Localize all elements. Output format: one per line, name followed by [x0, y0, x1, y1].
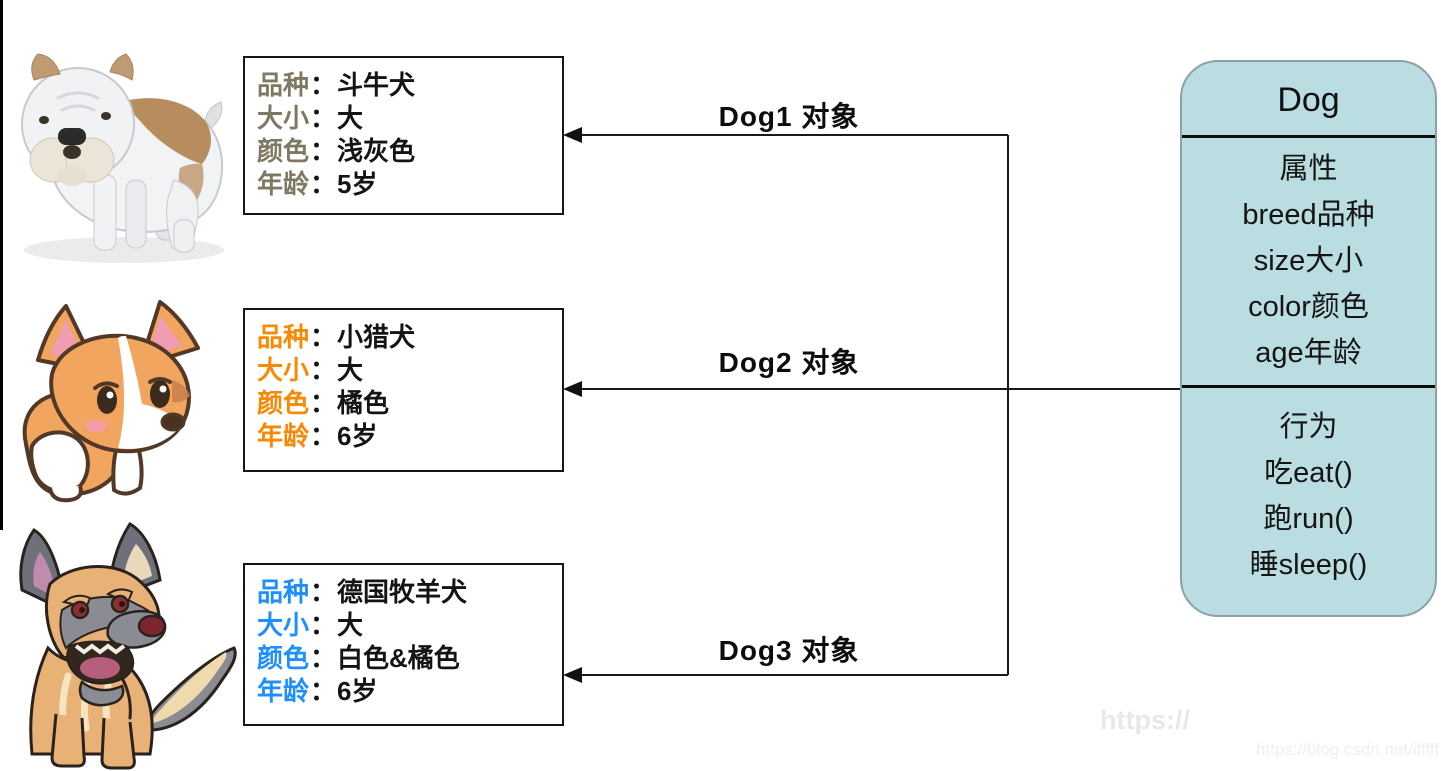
german-shepherd-image [4, 518, 254, 771]
field-row: 品种：德国牧羊犬 [257, 576, 554, 609]
field-value: 6岁 [337, 676, 378, 706]
field-label: 颜色 [257, 643, 310, 673]
dog1-arrow-label: Dog1 对象 [718, 101, 860, 132]
dog-class-box: Dog 属性 breed品种 size大小 color颜色 age年龄 行为 吃… [1180, 60, 1437, 617]
dog3-arrow-label: Dog3 对象 [718, 635, 860, 666]
field-colon: ： [310, 103, 337, 133]
attribute-item: size大小 [1253, 245, 1364, 277]
field-row: 年龄：5岁 [257, 168, 554, 201]
field-label: 年龄 [257, 421, 310, 451]
field-label: 大小 [257, 103, 310, 133]
field-label: 品种 [257, 322, 310, 352]
field-value: 浅灰色 [337, 136, 416, 166]
field-label: 颜色 [257, 136, 310, 166]
class-separator-top [1182, 135, 1435, 138]
corgi-image [10, 296, 230, 513]
field-label: 年龄 [257, 676, 310, 706]
field-label: 年龄 [257, 169, 310, 199]
field-row: 颜色：浅灰色 [257, 135, 554, 168]
class-behaviors-section: 行为 吃eat() 跑run() 睡sleep() [1182, 388, 1435, 588]
attribute-item: age年龄 [1255, 337, 1362, 369]
field-row: 年龄：6岁 [257, 420, 554, 453]
class-title: Dog [1277, 81, 1340, 119]
attribute-item: breed品种 [1242, 199, 1375, 231]
field-row: 大小：大 [257, 609, 554, 642]
field-value: 小猎犬 [337, 322, 416, 352]
watermark-csdn-url: https://blog.csdn.net/ifffff [1256, 740, 1440, 759]
field-colon: ： [310, 577, 337, 607]
field-colon: ： [310, 355, 337, 385]
field-label: 大小 [257, 610, 310, 640]
field-label: 颜色 [257, 388, 310, 418]
dog3-attributes-box: 品种：德国牧羊犬 大小：大 颜色：白色&橘色 年龄：6岁 [243, 563, 564, 726]
field-colon: ： [310, 421, 337, 451]
attribute-item: color颜色 [1248, 291, 1369, 323]
dog2-attributes-box: 品种：小猎犬 大小：大 颜色：橘色 年龄：6岁 [243, 308, 564, 472]
german-shepherd-icon [19, 522, 237, 770]
behavior-item: 睡sleep() [1249, 549, 1368, 581]
field-colon: ： [310, 70, 337, 100]
field-row: 年龄：6岁 [257, 675, 554, 708]
field-colon: ： [310, 643, 337, 673]
field-colon: ： [310, 388, 337, 418]
field-colon: ： [310, 322, 337, 352]
left-border-line [0, 0, 3, 530]
field-label: 大小 [257, 355, 310, 385]
bulldog-icon [21, 53, 224, 263]
field-value: 白色&橘色 [337, 643, 460, 673]
field-colon: ： [310, 169, 337, 199]
dog1-attributes-box: 品种：斗牛犬 大小：大 颜色：浅灰色 年龄：5岁 [243, 56, 564, 215]
field-value: 6岁 [337, 421, 378, 451]
field-colon: ： [310, 676, 337, 706]
behaviors-header: 行为 [1279, 411, 1338, 443]
field-row: 品种：斗牛犬 [257, 69, 554, 102]
field-row: 大小：大 [257, 102, 554, 135]
field-label: 品种 [257, 577, 310, 607]
class-attributes-section: 属性 breed品种 size大小 color颜色 age年龄 [1182, 138, 1435, 385]
field-row: 品种：小猎犬 [257, 321, 554, 354]
field-value: 大 [337, 355, 364, 385]
field-value: 德国牧羊犬 [337, 577, 468, 607]
field-row: 颜色：橘色 [257, 387, 554, 420]
corgi-icon [22, 300, 200, 503]
field-value: 大 [337, 103, 364, 133]
bulldog-image [6, 40, 236, 273]
field-value: 5岁 [337, 169, 378, 199]
watermark-https: https:// [1100, 705, 1190, 735]
field-value: 大 [337, 610, 364, 640]
attributes-header: 属性 [1279, 153, 1338, 185]
dog2-arrow-label: Dog2 对象 [718, 347, 860, 378]
behavior-item: 吃eat() [1264, 457, 1353, 489]
dog3-arrow [563, 667, 1008, 683]
class-separator-bottom [1182, 385, 1435, 388]
field-label: 品种 [257, 70, 310, 100]
behavior-item: 跑run() [1263, 503, 1354, 535]
field-value: 斗牛犬 [337, 70, 416, 100]
field-row: 大小：大 [257, 354, 554, 387]
field-row: 颜色：白色&橘色 [257, 642, 554, 675]
field-colon: ： [310, 610, 337, 640]
field-value: 橘色 [337, 388, 390, 418]
field-colon: ： [310, 136, 337, 166]
dog2-arrow [563, 381, 1180, 397]
